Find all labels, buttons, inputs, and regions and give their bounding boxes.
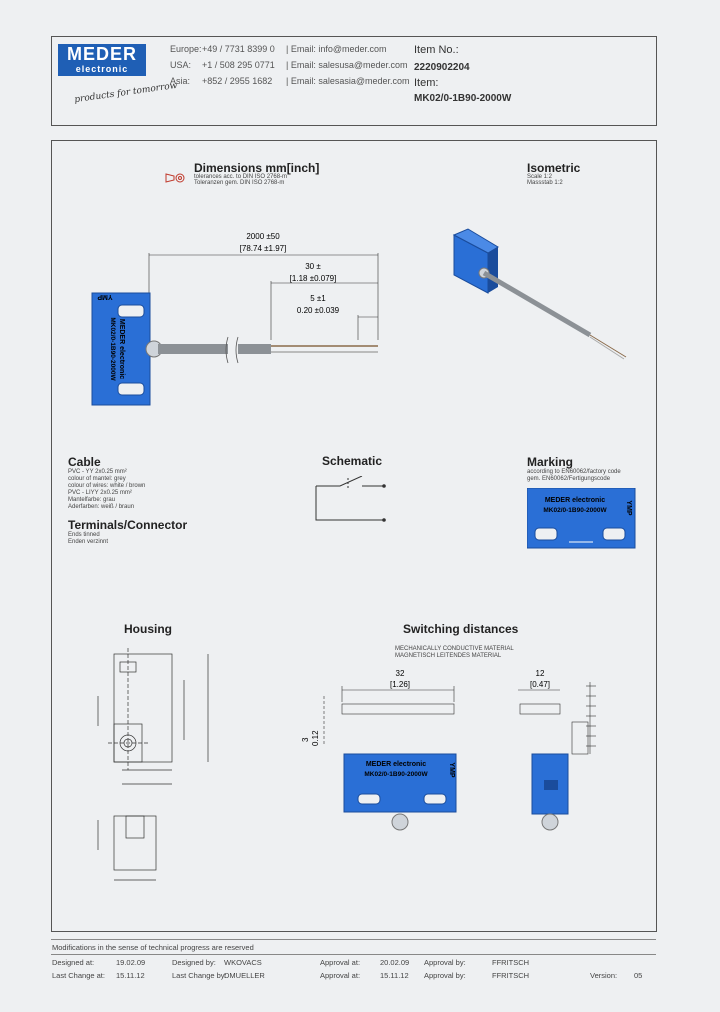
marking-brand: MEDER electronic [545, 497, 605, 504]
cable-line-1: PVC - YY 2x0.25 mm² [68, 469, 127, 475]
logo-sub: electronic [75, 64, 129, 74]
lastchange-by-label: Last Change by: [172, 971, 227, 980]
switch-code: YMP [448, 762, 455, 778]
switch-part: MK02/0-1B90-2000W [364, 771, 428, 778]
dim-30: 30 ± [305, 262, 321, 271]
switch-brand: MEDER electronic [366, 761, 426, 768]
version-label: Version: [590, 971, 618, 980]
marking-title: Marking [527, 455, 574, 469]
projection-symbol-icon [165, 173, 185, 183]
header-frame [51, 36, 657, 126]
isometric-title: Isometric [527, 161, 581, 175]
tolerance-line1: tolerances acc. to DIN ISO 2768-m [194, 174, 288, 180]
dimensions-title: Dimensions mm[inch] [194, 161, 320, 175]
housing-drawing [97, 648, 209, 881]
contact-region-us: USA: [170, 60, 192, 70]
sensor-part: MK02/0-1B90-2000W [109, 317, 116, 381]
tolerance-line2: Toleranzen gem. DIN ISO 2768-m [194, 180, 285, 186]
switch-w12-inch: [0.47] [530, 680, 550, 689]
footer-divider [51, 939, 656, 940]
contact-phone-asia: +852 / 2955 1682 [202, 76, 273, 86]
approval2-label: Approval at: [320, 971, 361, 980]
cable-line-4: PVC - LIYY 2x0.25 mm² [68, 490, 132, 496]
cable-line-6: Aderfarben: weiß / braun [68, 504, 135, 510]
contact-email-asia[interactable]: | Email: salesasia@meder.com [286, 76, 410, 86]
switching-line-2: MAGNETISCH LEITENDES MATERIAL [395, 653, 502, 659]
item-label: Item: [414, 77, 439, 89]
isometric-drawing [452, 228, 627, 360]
schematic-switch-diagram [315, 476, 386, 522]
contact-email-us[interactable]: | Email: salesusa@meder.com [286, 60, 408, 70]
footer-divider-2 [51, 954, 656, 955]
dim-30-inch: [1.18 ±0.079] [290, 274, 337, 283]
marking-line-1: according to EN60062/factory code [527, 469, 621, 475]
dim-total: 2000 ±50 [246, 232, 280, 241]
switch-gap: 3 [301, 737, 310, 742]
switch-gap-inch: 0.12 [311, 730, 320, 746]
approval2-by-label: Approval by: [424, 971, 466, 980]
isometric-scale-de: Massstab 1:2 [527, 180, 563, 186]
designed-label: Designed at: [52, 958, 95, 967]
schematic-title: Schematic [322, 454, 383, 468]
item-no-label: Item No.: [414, 44, 459, 56]
designed-by-label: Designed by: [172, 958, 216, 967]
approval2-date: 15.11.12 [380, 971, 409, 980]
approval1-by-label: Approval by: [424, 958, 466, 967]
isometric-scale: Scale 1:2 [527, 174, 553, 180]
switch-w32: 32 [396, 669, 405, 678]
dim-5-inch: 0.20 ±0.039 [297, 306, 340, 315]
designed-date: 19.02.09 [116, 958, 146, 967]
approval1-label: Approval at: [320, 958, 361, 967]
item-no-value: 2220902204 [414, 62, 470, 73]
marking-code: YMP [625, 500, 632, 516]
switch-w12: 12 [536, 669, 545, 678]
terminals-title: Terminals/Connector [68, 518, 188, 532]
switching-line-1: MECHANICALLY CONDUCTIVE MATERIAL [395, 646, 514, 652]
dim-total-inch: [78.74 ±1.97] [240, 244, 287, 253]
marking-part: MK02/0-1B90-2000W [543, 507, 607, 514]
terminals-line-2: Enden verzinnt [68, 539, 109, 545]
approval1-by: FFRITSCH [492, 958, 530, 967]
footer-note: Modifications in the sense of technical … [52, 943, 254, 952]
sensor-brand: MEDER electronic [118, 319, 125, 379]
cable-line-3: colour of wires: white / brown [68, 483, 146, 489]
meder-logo: MEDER electronic [58, 44, 146, 76]
lastchange-by: DMUELLER [224, 971, 265, 980]
switch-w32-inch: [1.26] [390, 680, 410, 689]
contact-phone-us: +1 / 508 295 0771 [202, 60, 275, 70]
marking-sensor: MEDER electronic MK02/0-1B90-2000W YMP [527, 488, 636, 549]
lastchange-date: 15.11.12 [116, 971, 145, 980]
switching-drawing: 32 [1.26] 12 [0.47] 3 0.12 MEDER electro… [301, 669, 596, 831]
approval1-date: 20.02.09 [380, 958, 410, 967]
marking-line-2: gem. EN60062/Fertigungscode [527, 476, 611, 482]
contact-email-eu[interactable]: | Email: info@meder.com [286, 44, 387, 54]
contact-region-eu: Europe: [170, 44, 202, 54]
cable-line-2: colour of mantel: grey [68, 476, 126, 482]
cable-line-5: Mantelfarbe: grau [68, 497, 116, 503]
housing-title: Housing [124, 622, 172, 636]
switching-title: Switching distances [403, 622, 519, 636]
cable-title: Cable [68, 455, 101, 469]
approval2-by: FFRITSCH [492, 971, 530, 980]
sensor-code: YMP [97, 293, 113, 300]
version-value: 05 [634, 971, 643, 980]
item-value: MK02/0-1B90-2000W [414, 93, 512, 104]
dim-5: 5 ±1 [310, 294, 326, 303]
contact-phone-eu: +49 / 7731 8399 0 [202, 44, 275, 54]
terminals-line-1: Ends tinned [68, 532, 100, 538]
designed-by: WKOVACS [224, 958, 262, 967]
contact-region-asia: Asia: [170, 76, 191, 86]
dimension-drawing: 2000 ±50 [78.74 ±1.97] 30 ± [1.18 ±0.079… [91, 232, 379, 406]
lastchange-label: Last Change at: [52, 971, 105, 980]
logo-name: MEDER [66, 44, 137, 64]
